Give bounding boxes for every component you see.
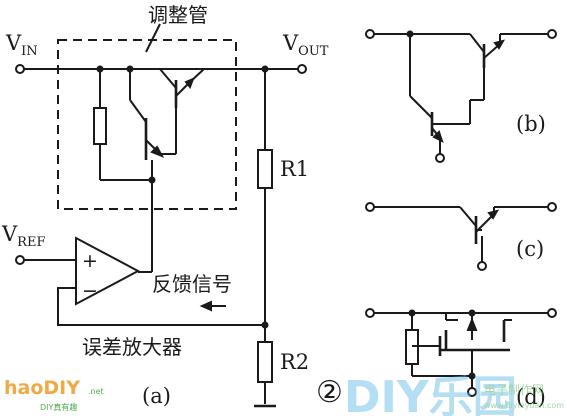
r1-label: R1 [280,157,309,181]
regulator-label-pointer [145,23,161,53]
c-right-terminal [547,202,557,212]
vin-label-sub: IN [21,44,38,59]
regulator-dashed-box [57,39,237,210]
watermark-site: DIY乐园 电子制作网 www.diyleyuan.com [344,372,564,416]
watermark-big: DIY乐园 [344,372,517,416]
figure-a-label: (a) [142,384,171,408]
feedback-arrow-head [199,300,212,312]
b-driver-collector-slant [409,95,433,119]
error-amp-label: 误差放大器 [82,335,182,359]
watermark-site-url: www.diyleyuan.com [484,401,564,410]
figure-d-label: (d) [516,385,546,409]
regulator-label: 调整管 [148,3,208,27]
d-right-terminal [547,308,557,318]
b-output-collector [469,33,485,53]
watermark-site-cn: 电子制作网 [484,383,544,397]
vref-label-sub: REF [17,235,45,250]
r2-label: R2 [280,350,309,374]
figure-c-label: (c) [516,237,544,261]
watermark-logo: haoDIY .net DIY真有趣 [4,377,104,412]
vin-terminal [15,64,25,74]
input-rail-node-1 [96,65,104,73]
b-left-terminal [365,29,375,39]
vin-label: VIN [5,31,38,59]
feedback-loop-wire [57,287,265,326]
driver-emitter-arrow [150,145,165,158]
b-right-terminal [547,29,557,39]
vout-label-main: V [282,31,299,55]
c-bottom-terminal [477,261,487,271]
resistor-r1 [257,149,273,189]
watermark-logo-text: haoDIY [4,377,80,399]
vref-label: VREF [1,222,45,250]
feedback-label: 反馈信号 [152,272,232,296]
vout-label: VOUT [282,31,329,59]
watermark-logo-net: .net [88,387,104,396]
d-bottom-node [468,372,476,380]
figure-number: ② [316,375,343,410]
vout-label-sub: OUT [298,44,329,59]
watermark-logo-sub: DIY真有趣 [40,402,77,412]
d-mos2-arrow [466,317,478,331]
figure-c: (c) [365,202,557,271]
resistor-r2 [257,341,273,383]
vout-terminal [297,64,307,74]
figure-d: (d) [365,308,557,409]
vref-label-main: V [1,222,18,246]
output-emitter-to-rail [189,68,205,83]
figure-b: (b) [365,29,557,163]
input-rail-node-2 [126,65,134,73]
d-left-terminal [365,308,375,318]
amp-plus-sign: + [82,250,98,272]
output-collector [159,68,177,89]
error-amplifier [75,236,141,306]
c-left-terminal [365,202,375,212]
c-collector [459,206,477,227]
vin-label-main: V [5,31,22,55]
figure-b-label: (b) [516,112,546,136]
vref-terminal [15,255,25,265]
figure-a: 调整管 VIN VOUT [1,3,329,408]
base-drive-node [148,176,156,184]
base-resistor [93,107,107,145]
d-bottom-terminal [467,387,477,397]
driver-collector-to-base [129,99,147,123]
amp-minus-sign: − [82,280,98,302]
b-bottom-terminal [435,153,445,163]
